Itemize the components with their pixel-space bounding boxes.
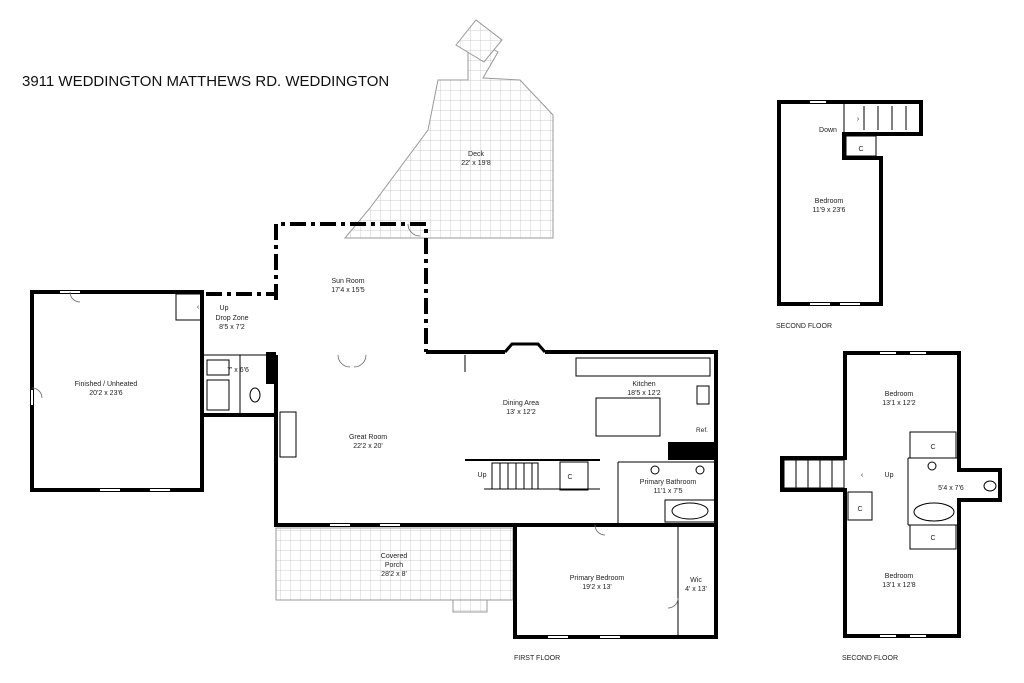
second-floor-b: ‹ Up C C C Bedroom 13'1 x 12'2 5'4 x 7'6… [780,351,1002,638]
closet-3: C [930,444,935,451]
deck-dims: 22' x 19'8 [461,160,491,167]
drop-zone-dims: 8'5 x 7'2 [219,324,245,331]
second-floor-b-label: SECOND FLOOR [842,655,898,662]
down-label: Down [819,127,837,134]
bedroom-3-dims: 13'1 x 12'8 [882,582,916,589]
primary-bedroom-dims: 19'2 x 13' [582,584,612,591]
porch-label-2: Porch [385,562,403,569]
great-room-label: Great Room [349,434,387,441]
primary-bath-label: Primary Bathroom [640,479,697,486]
dining-dims: 13' x 12'2 [506,409,536,416]
second-floor-a-label: SECOND FLOOR [776,323,832,330]
bath-2-dims: 5'4 x 7'6 [938,485,964,492]
bedroom-3-label: Bedroom [885,573,914,580]
main-first-floor: Great Room 22'2 x 20' Dining Area 13' x … [274,342,718,527]
drop-zone: ‹ Up Drop Zone 8'5 x 7'2 7' x 6'6 [175,293,276,417]
stair-up-label: Up [478,472,487,479]
closet-1: C [567,474,572,481]
primary-bath-dims: 11'1 x 7'5 [653,488,682,495]
sun-room-dims: 17'4 x 15'5 [331,287,365,294]
closet-2: C [858,146,863,153]
drop-zone-up: Up [220,305,229,312]
deck-label: Deck [468,151,484,158]
upper-bedroom-dims: 11'9 x 23'6 [813,207,846,214]
porch-label: Covered [381,553,408,560]
covered-porch: Covered Porch 28'2 x 8' [275,527,514,613]
bedroom-2-dims: 13'1 x 12'2 [882,400,916,407]
drop-zone-arrow: ‹ [197,304,200,311]
primary-bedroom-label: Primary Bedroom [570,575,625,582]
sun-room-label: Sun Room [331,278,364,285]
first-floor-label: FIRST FLOOR [514,655,560,662]
closet-4: C [857,506,862,513]
upper-bedroom-label: Bedroom [815,198,844,205]
second-floor-a: › Down C Bedroom 11'9 x 23'6 [777,100,923,306]
sun-room: Sun Room 17'4 x 15'5 [206,222,428,352]
kitchen-dims: 18'5 x 12'2 [627,390,661,397]
half-bath-dims: 7' x 6'6 [227,367,249,374]
bedroom-2-label: Bedroom [885,391,914,398]
wic-dims: 4' x 13' [685,586,707,593]
deck-stairs [455,19,503,63]
wic-label: Wic [690,577,702,584]
porch-dims: 28'2 x 8' [381,571,407,578]
deck-area: Deck 22' x 19'8 [343,19,554,239]
dining-label: Dining Area [503,400,539,407]
stair-arrow: › [857,116,860,123]
great-room-dims: 22'2 x 20' [353,443,383,450]
kitchen-label: Kitchen [632,381,655,388]
finished-dims: 20'2 x 23'6 [89,390,123,397]
finished-label: Finished / Unheated [75,381,138,388]
primary-bedroom: Primary Bedroom 19'2 x 13' Wic 4' x 13' [513,523,718,639]
ref-label: Ref. [696,427,708,434]
stair-left-arrow: ‹ [861,472,864,479]
bay-window [503,342,547,353]
up-label-2: Up [885,472,894,479]
closet-5: C [930,535,935,542]
drop-zone-label: Drop Zone [215,315,248,322]
finished-room: Finished / Unheated 20'2 x 23'6 [30,290,204,492]
plan-title: 3911 WEDDINGTON MATTHEWS RD. WEDDINGTON [22,73,389,90]
